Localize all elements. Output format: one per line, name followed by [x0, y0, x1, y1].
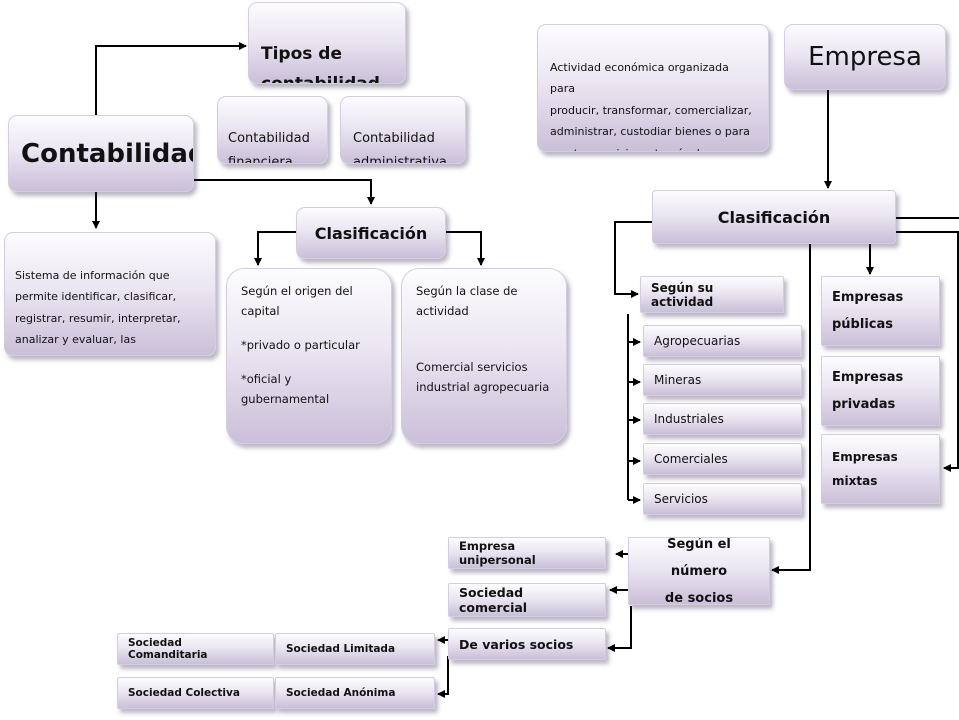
- sociedad-anonima-node: Sociedad Anónima: [275, 677, 435, 709]
- clase-actividad-lista: Comercial servicios industrial agropecua…: [416, 360, 550, 394]
- origen-capital-label: Según el origen del capital: [241, 284, 353, 318]
- varios-socios-node: De varios socios: [448, 628, 606, 660]
- sociedad-limitada-node: Sociedad Limitada: [275, 633, 435, 665]
- contabilidad-clasificacion-label: Clasificación: [314, 223, 428, 243]
- empresa-clasificacion-node: Clasificación: [652, 190, 896, 244]
- actividad-item: Comerciales: [643, 443, 802, 475]
- actividad-label: Mineras: [654, 373, 702, 387]
- contabilidad-definicion-text: Sistema de información que permite ident…: [15, 268, 181, 356]
- varios-socios-label: De varios socios: [459, 636, 574, 652]
- actividad-item: Mineras: [643, 364, 802, 396]
- contabilidad-administrativa-label: Contabilidad administrativa: [353, 131, 447, 164]
- clase-actividad-node: Según la clase de actividad Comercial se…: [401, 268, 567, 444]
- actividad-label: Servicios: [654, 492, 708, 506]
- clase-actividad-label: Según la clase de actividad: [416, 284, 518, 318]
- sociedad-limitada-label: Sociedad Limitada: [286, 643, 396, 655]
- actividad-label: Industriales: [654, 412, 724, 426]
- sociedad-comanditaria-node: Sociedad Comanditaria: [117, 633, 274, 665]
- empresa-definicion-text: Actividad económica organizada para prod…: [550, 60, 752, 152]
- actividad-label: Agropecuarias: [654, 334, 741, 348]
- actividad-item: Agropecuarias: [643, 325, 802, 357]
- contabilidad-financiera-node: Contabilidad financiera: [217, 96, 328, 164]
- tipos-contabilidad-label: Tipos de contabilidad: [261, 44, 380, 84]
- sociedad-comanditaria-label: Sociedad Comanditaria: [128, 637, 208, 661]
- sociedad-comercial-node: Sociedad comercial: [448, 583, 606, 617]
- contabilidad-administrativa-node: Contabilidad administrativa: [340, 96, 466, 164]
- numero-socios-label: Según el número de socios: [664, 537, 734, 605]
- sociedad-anonima-label: Sociedad Anónima: [286, 687, 396, 699]
- contabilidad-definicion-node: Sistema de información que permite ident…: [4, 232, 216, 356]
- contabilidad-title: Contabilidad: [21, 138, 194, 169]
- tipos-contabilidad-node: Tipos de contabilidad: [248, 2, 406, 84]
- sociedad-comercial-label: Sociedad comercial: [459, 585, 528, 615]
- capital-privado: *privado o particular: [241, 338, 360, 352]
- empresas-mixtas-label: Empresas mixtas: [832, 450, 898, 488]
- empresas-publicas-node: Empresas públicas: [821, 276, 940, 346]
- actividad-label: Comerciales: [654, 452, 728, 466]
- sociedad-colectiva-label: Sociedad Colectiva: [128, 687, 240, 699]
- origen-capital-node: Según el origen del capital *privado o p…: [226, 268, 392, 444]
- actividad-item: Industriales: [643, 403, 802, 435]
- empresas-publicas-label: Empresas públicas: [832, 290, 904, 332]
- empresas-privadas-node: Empresas privadas: [821, 356, 940, 426]
- empresa-unipersonal-label: Empresa unipersonal: [459, 539, 536, 567]
- empresa-definicion-node: Actividad económica organizada para prod…: [537, 24, 769, 152]
- capital-oficial: *oficial y gubernamental: [241, 372, 330, 406]
- actividad-item: Servicios: [643, 483, 802, 515]
- contabilidad-clasificacion-node: Clasificación: [296, 207, 446, 259]
- empresa-clasificacion-label: Clasificación: [717, 207, 831, 227]
- contabilidad-financiera-label: Contabilidad financiera: [228, 131, 310, 164]
- empresa-unipersonal-node: Empresa unipersonal: [448, 537, 606, 569]
- empresas-mixtas-node: Empresas mixtas: [821, 434, 940, 504]
- contabilidad-node: Contabilidad: [8, 115, 194, 192]
- segun-actividad-label: Según su actividad: [651, 280, 714, 309]
- sociedad-colectiva-node: Sociedad Colectiva: [117, 677, 274, 709]
- empresas-privadas-label: Empresas privadas: [832, 370, 904, 412]
- segun-actividad-node: Según su actividad: [640, 276, 784, 313]
- empresa-title: Empresa: [808, 42, 922, 72]
- numero-socios-node: Según el número de socios: [628, 537, 770, 605]
- empresa-node: Empresa: [784, 24, 946, 90]
